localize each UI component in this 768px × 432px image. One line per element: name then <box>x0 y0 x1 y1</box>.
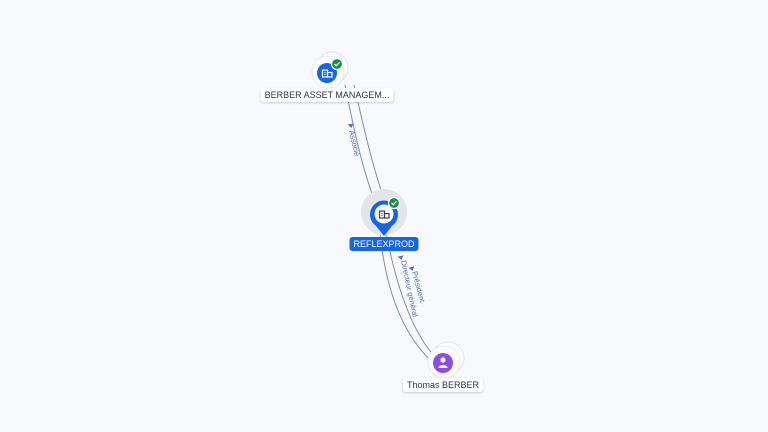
node-thomas-berber[interactable] <box>427 341 465 379</box>
node-label-reflexprod[interactable]: REFLEXPROD <box>349 237 419 251</box>
person-icon-bg <box>433 353 453 373</box>
building-icon <box>378 210 390 219</box>
edge-associe[interactable]: Associé <box>344 84 387 205</box>
building-icon <box>321 69 333 78</box>
node-reflexprod[interactable] <box>361 189 407 236</box>
node-label-thomas-berber[interactable]: Thomas BERBER <box>402 378 484 392</box>
node-berber-asset[interactable] <box>311 51 349 89</box>
verified-badge-icon <box>330 57 344 71</box>
edge-arrow-icon <box>408 266 415 271</box>
person-icon <box>438 357 448 368</box>
edge-arrow-icon <box>397 255 404 260</box>
edge-label-associe: Associé <box>347 129 362 157</box>
verified-badge-icon <box>387 196 401 210</box>
node-label-berber-asset[interactable]: BERBER ASSET MANAGEM... <box>260 88 394 102</box>
edge-arrow-icon <box>347 123 354 128</box>
